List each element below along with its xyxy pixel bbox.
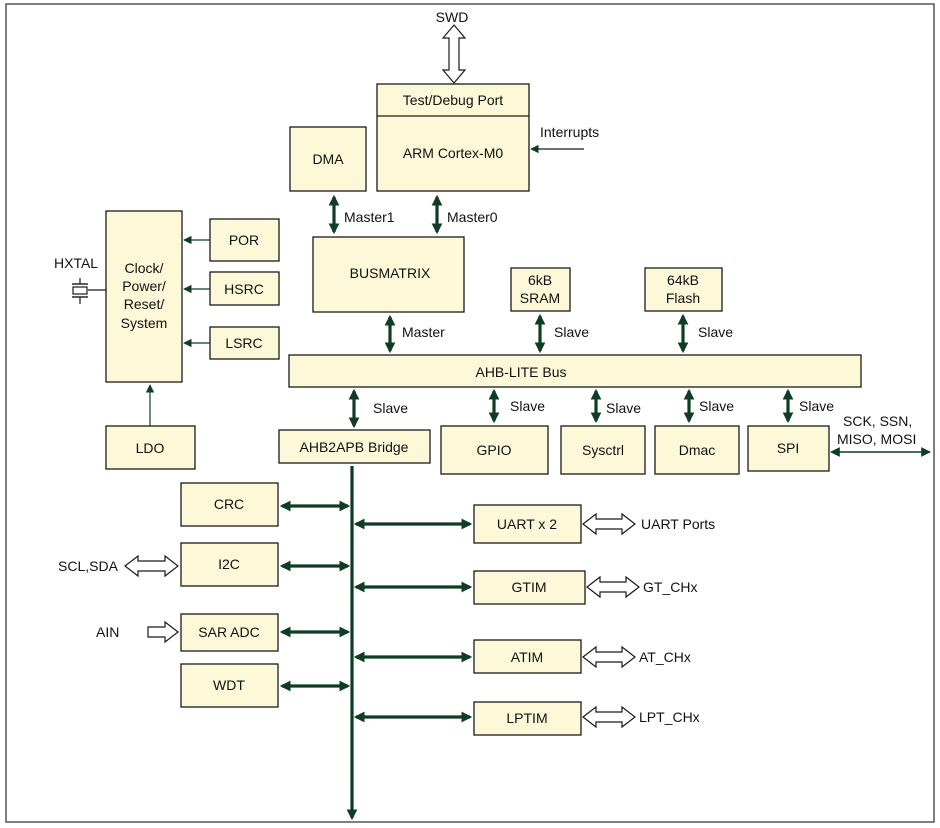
flash-slave-label: Slave: [698, 324, 733, 340]
cpu-block: [376, 83, 530, 192]
lpt-chx-label: LPT_CHx: [639, 709, 700, 725]
sram-block: [510, 267, 571, 312]
gtim-label: GTIM: [512, 579, 547, 595]
i2c-block: [180, 542, 279, 587]
outer-frame: [5, 3, 935, 823]
at-chx-arrow: [582, 645, 636, 669]
lsrc-block: [209, 326, 280, 360]
ldo-label: LDO: [136, 440, 165, 456]
spi-signals-line2: MISO, MOSI: [837, 431, 916, 447]
ldo-block: [105, 425, 196, 470]
sar-adc-label: SAR ADC: [198, 624, 259, 640]
por-block: [209, 218, 280, 262]
atim-label: ATIM: [511, 649, 543, 665]
clock-label-line2: Power/: [122, 278, 166, 294]
bridge-slave-label: Slave: [373, 400, 408, 416]
spi-signals-line1: SCK, SSN,: [843, 413, 912, 429]
spi-block: [747, 425, 830, 472]
scl-sda-label: SCL,SDA: [58, 558, 119, 574]
ain-arrow: [147, 620, 179, 644]
clock-label-line4: System: [121, 315, 168, 331]
at-chx-label: AT_CHx: [639, 649, 691, 665]
flash-label-line2: Flash: [666, 290, 700, 306]
lpt-chx-arrow: [582, 705, 636, 729]
flash-label-line1: 64kB: [667, 272, 699, 288]
gt-chx-label: GT_CHx: [643, 579, 697, 595]
ahb-lite-bus-label: AHB-LITE Bus: [475, 364, 566, 380]
ain-label: AIN: [96, 624, 119, 640]
lptim-block: [473, 701, 582, 736]
por-label: POR: [229, 232, 259, 248]
hxtal-label: HXTAL: [54, 255, 98, 271]
dmac-block: [654, 425, 740, 475]
crystal-icon: [72, 286, 88, 295]
dma-label: DMA: [312, 151, 344, 167]
gpio-label: GPIO: [476, 442, 511, 458]
wdt-label: WDT: [213, 677, 245, 693]
swd-label: SWD: [436, 9, 469, 25]
uart-label: UART x 2: [497, 516, 557, 532]
spi-slave-label: Slave: [799, 398, 834, 414]
dmac-label: Dmac: [679, 442, 716, 458]
sysctrl-label: Sysctrl: [582, 442, 624, 458]
uart-block: [473, 504, 582, 544]
lptim-label: LPTIM: [506, 710, 547, 726]
wdt-block: [180, 663, 279, 708]
busmatrix-label: BUSMATRIX: [350, 265, 431, 281]
busmatrix-block: [312, 236, 465, 313]
test-debug-port-label: Test/Debug Port: [403, 92, 503, 108]
gt-chx-arrow: [586, 575, 640, 599]
gtim-block: [473, 570, 586, 605]
hsrc-label: HSRC: [224, 281, 264, 297]
clock-label-line1: Clock/: [125, 260, 164, 276]
interrupts-label: Interrupts: [540, 124, 599, 140]
sar-adc-block: [180, 613, 279, 652]
dma-block: [289, 126, 367, 192]
clock-label-line3: Reset/: [124, 296, 165, 312]
crc-label: CRC: [214, 496, 244, 512]
ahb2apb-bridge-block: [278, 429, 431, 464]
i2c-signals-arrow: [124, 554, 179, 578]
ahb-lite-bus: [288, 354, 862, 388]
ahb2apb-bridge-label: AHB2APB Bridge: [300, 439, 409, 455]
swd-arrow: [441, 24, 467, 84]
arm-cortex-m0-label: ARM Cortex-M0: [403, 145, 504, 161]
sysctrl-slave-label: Slave: [606, 400, 641, 416]
master0-label: Master0: [447, 209, 498, 225]
clock-power-block: [105, 210, 183, 383]
flash-block: [644, 267, 723, 312]
dmac-slave-label: Slave: [699, 398, 734, 414]
sysctrl-block: [560, 425, 646, 475]
uart-ports-arrow: [582, 512, 636, 536]
spi-label: SPI: [777, 440, 800, 456]
sram-label-line1: 6kB: [528, 272, 552, 288]
busmatrix-master-label: Master: [402, 324, 445, 340]
sram-label-line2: SRAM: [520, 290, 560, 306]
sram-slave-label: Slave: [554, 324, 589, 340]
crc-block: [180, 482, 279, 527]
atim-block: [473, 639, 582, 674]
uart-ports-label: UART Ports: [641, 516, 715, 532]
lsrc-label: LSRC: [225, 335, 262, 351]
gpio-block: [440, 425, 549, 475]
i2c-label: I2C: [218, 556, 240, 572]
hsrc-block: [209, 271, 280, 306]
gpio-slave-label: Slave: [510, 398, 545, 414]
master1-label: Master1: [344, 209, 395, 225]
